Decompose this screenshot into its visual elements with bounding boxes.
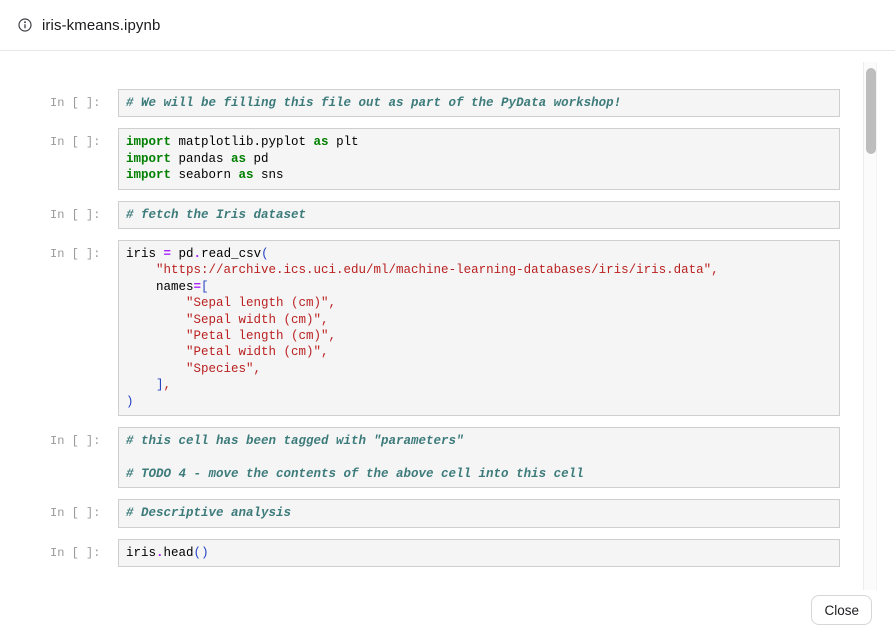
notebook-filename: iris-kmeans.ipynb [42, 16, 161, 34]
code-cell: # We will be filling this file out as pa… [118, 89, 840, 118]
notebook-preview-scroll-area[interactable]: In [ ]: # We will be filling this file ou… [0, 51, 863, 583]
code-cell: # fetch the Iris dataset [118, 200, 840, 230]
notebook-cell: In [ ]: iris.head() [50, 538, 863, 568]
code-cell: iris = pd.read_csv( "https://archive.ics… [118, 240, 840, 417]
code-text: # Descriptive analysis [126, 506, 292, 521]
info-icon [18, 18, 32, 32]
code-text: iris = pd.read_csv( "https://archive.ics… [126, 247, 719, 409]
code-text: # this cell has been tagged with "parame… [126, 434, 584, 481]
cell-prompt: In [ ]: [50, 506, 101, 521]
notebook-cells: In [ ]: # We will be filling this file ou… [50, 89, 863, 568]
code-cell: iris.head() [118, 538, 840, 568]
cell-prompt: In [ ]: [50, 207, 101, 222]
code-text: # We will be filling this file out as pa… [126, 96, 622, 110]
cell-prompt: In [ ]: [50, 96, 101, 110]
vertical-scrollbar-thumb[interactable] [866, 68, 876, 154]
close-button[interactable]: Close [811, 595, 872, 625]
notebook-cell: In [ ]: # this cell has been tagged with … [50, 427, 863, 489]
cell-prompt: In [ ]: [50, 135, 101, 150]
cell-prompt: In [ ]: [50, 545, 101, 560]
code-cell: import matplotlib.pyplot as plt import p… [118, 128, 840, 190]
notebook-cell: In [ ]: # Descriptive analysis [50, 499, 863, 528]
notebook-cell: In [ ]: # We will be filling this file ou… [50, 89, 863, 118]
cell-prompt: In [ ]: [50, 434, 101, 449]
code-cell: # Descriptive analysis [118, 499, 840, 528]
code-cell: # this cell has been tagged with "parame… [118, 427, 840, 489]
vertical-scrollbar-track[interactable] [863, 62, 877, 590]
notebook-cell: In [ ]: import matplotlib.pyplot as plt i… [50, 128, 863, 190]
code-text: # fetch the Iris dataset [126, 207, 307, 222]
code-text: import matplotlib.pyplot as plt import p… [126, 135, 359, 183]
code-text: iris.head() [126, 545, 209, 560]
cell-prompt: In [ ]: [50, 247, 101, 262]
dialog-header: iris-kmeans.ipynb [0, 0, 895, 51]
notebook-cell: In [ ]: # fetch the Iris dataset [50, 200, 863, 230]
notebook-cell: In [ ]: iris = pd.read_csv( "https://arch… [50, 240, 863, 417]
